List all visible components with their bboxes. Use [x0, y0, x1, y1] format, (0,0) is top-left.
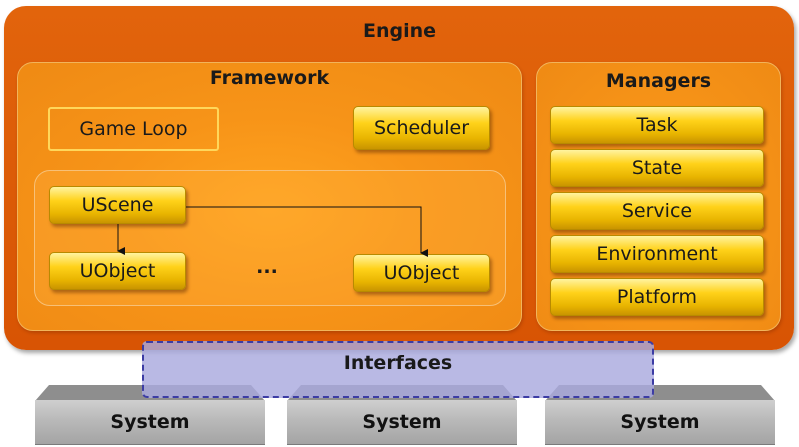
- manager-state: State: [550, 149, 764, 187]
- arrow-uscene-to-uobject-right: [186, 206, 428, 257]
- manager-service: Service: [550, 192, 764, 230]
- system-block-1: System: [35, 385, 265, 445]
- manager-platform: Platform: [550, 278, 764, 316]
- interfaces-band: [142, 341, 654, 398]
- system-label-1: System: [35, 400, 265, 445]
- scheduler-box: Scheduler: [353, 106, 490, 150]
- managers-title: Managers: [605, 70, 712, 92]
- manager-task: Task: [550, 106, 764, 144]
- engine-title: Engine: [362, 20, 437, 42]
- uobject-box-left: UObject: [49, 252, 186, 290]
- ellipsis-text: ...: [256, 256, 278, 278]
- system-label-3: System: [545, 400, 775, 445]
- manager-environment: Environment: [550, 235, 764, 273]
- interfaces-label: Interfaces: [343, 352, 453, 374]
- uscene-box: UScene: [49, 186, 186, 224]
- game-loop-box: Game Loop: [48, 107, 219, 151]
- framework-title: Framework: [209, 67, 330, 89]
- system-label-2: System: [287, 400, 517, 445]
